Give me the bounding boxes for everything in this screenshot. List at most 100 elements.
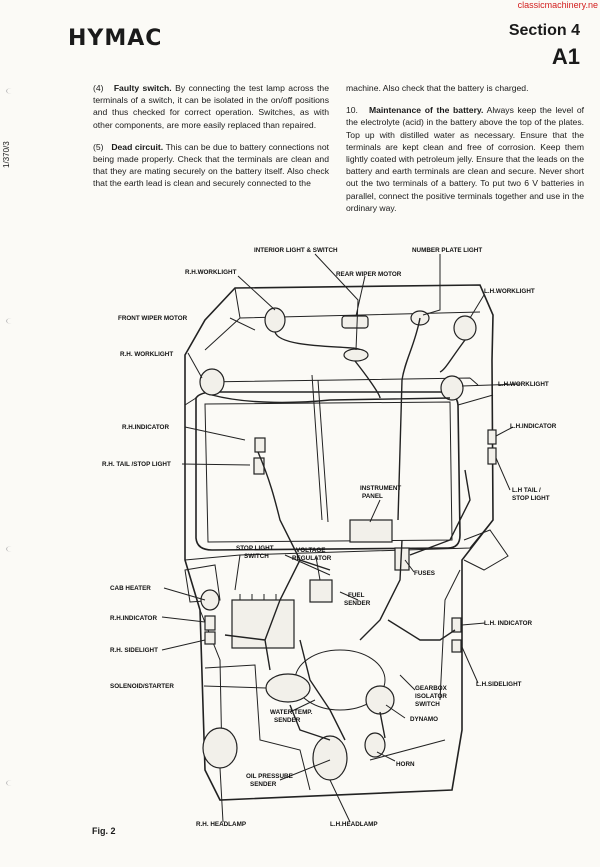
label-instrument-panel-2: PANEL [362,493,383,500]
figure-caption: Fig. 2 [92,826,116,836]
paragraph-title: Maintenance of the battery. [368,105,484,116]
punch-hole-mark [6,318,17,324]
paragraph-title: Faulty switch. [113,83,172,93]
label-instrument-panel-1: INSTRUMENT [360,485,401,492]
label-lh-worklight-top: L.H.WORKLIGHT [484,288,535,295]
windscreen-inner [204,401,453,543]
label-lh-indicator-front: L.H. INDICATOR [484,620,532,627]
label-lh-indicator-rear: L.H.INDICATOR [510,423,557,430]
label-oil-pressure-sender-1: OIL PRESSURE [246,773,293,780]
paragraph-dead-circuit: (5) Dead circuit. This can be due to bat… [93,141,329,190]
rh-indicator-front [204,615,216,631]
label-fuses: FUSES [414,570,435,577]
label-rh-indicator-front: R.H.INDICATOR [110,615,157,622]
dashboard [184,519,494,591]
lh-headlamp [312,735,348,781]
lh-tail-light [487,447,497,465]
paragraph-title: Dead circuit. [111,141,164,152]
label-lh-tail-light-2: STOP LIGHT [512,495,550,502]
wiper-arm [311,374,329,523]
cab-outline [184,284,494,801]
section-number: A1 [551,44,580,69]
label-rh-indicator-rear: R.H.INDICATOR [122,424,169,431]
wiring-harness [211,317,471,741]
lh-sidelight [451,639,462,653]
label-oil-pressure-sender-2: SENDER [250,781,277,788]
cab-heater [200,589,220,611]
paragraph-body: This can be due to battery connections n… [93,141,329,189]
rh-headlamp [202,727,238,769]
right-pillar [457,394,494,406]
roof-rail [201,377,479,386]
chassis-frame [204,664,446,791]
label-lh-tail-light-1: L.H TAIL / [512,487,541,494]
label-dynamo: DYNAMO [410,716,438,723]
label-rear-wiper-motor: REAR WIPER MOTOR [336,271,402,278]
label-water-temp-sender-2: SENDER [274,717,301,724]
label-voltage-regulator-1: VOLTAGE [296,547,326,554]
battery [231,599,295,649]
label-rh-tail-stop-light: R.H. TAIL /STOP LIGHT [102,461,171,468]
label-horn: HORN [396,761,415,768]
label-lh-headlamp: L.H.HEADLAMP [330,821,378,828]
label-interior-light: INTERIOR LIGHT & SWITCH [254,247,338,254]
battery-terminals [239,594,277,600]
label-rh-worklight: R.H. WORKLIGHT [120,351,173,358]
rh-indicator-rear [254,437,266,453]
interior-light [343,348,369,362]
paragraph-faulty-switch: (4) Faulty switch. By connecting the tes… [93,82,329,131]
paragraph-number: (4) [93,83,104,93]
watermark: classicmachinery.ne [517,0,598,10]
instrument-panel [349,519,393,543]
heater-box-left [184,564,221,603]
label-number-plate-light: NUMBER PLATE LIGHT [412,247,482,254]
label-gearbox-switch-1: GEARBOX [415,685,448,692]
paragraph-continuation: machine. Also check that the battery is … [346,83,529,93]
label-water-temp-sender-1: WATER TEMP. [270,709,313,716]
label-fuel-sender-1: FUEL [348,592,365,599]
label-lh-sidelight: L.H.SIDELIGHT [476,681,522,688]
label-front-wiper-motor: FRONT WIPER MOTOR [118,315,188,322]
side-reference: 1/370/3 [2,141,11,168]
label-fuel-sender-2: SENDER [344,600,371,607]
label-gearbox-switch-2: ISOLATOR [415,693,447,700]
text-column-left: (4) Faulty switch. By connecting the tes… [93,82,329,200]
lh-worklight [440,375,464,401]
rh-tail-light [253,457,265,475]
label-rh-sidelight: R.H. SIDELIGHT [110,647,158,654]
horn [364,732,386,758]
paragraph-battery-maintenance: 10. Maintenance of the battery. Always k… [346,104,584,214]
paragraph-number: 10. [346,105,358,116]
text-column-right: machine. Also check that the battery is … [346,82,584,224]
lh-indicator-rear [487,429,497,445]
lh-indicator-front [451,617,462,633]
label-cab-heater: CAB HEATER [110,585,151,592]
label-rh-worklight-top: R.H.WORKLIGHT [185,269,237,276]
label-lh-worklight: L.H.WORKLIGHT [498,381,549,388]
label-solenoid-starter: SOLENOID/STARTER [110,683,174,690]
leader-lines [161,253,521,823]
lh-worklight-top [453,315,477,341]
paragraph-body: By connecting the test lamp across the t… [93,83,329,130]
punch-hole-mark [6,780,17,786]
label-rh-headlamp: R.H. HEADLAMP [196,821,246,828]
label-voltage-regulator-2: REGULATOR [292,555,332,562]
solenoid-starter [265,673,311,703]
heater-box-right [463,529,509,571]
punch-hole-mark [6,88,17,94]
label-stop-light-switch-1: STOP LIGHT [236,545,274,552]
punch-hole-mark [6,546,17,552]
brand-logo: HYMAC [68,26,163,51]
label-gearbox-switch-3: SWITCH [415,701,440,708]
windscreen-frame [195,391,461,551]
label-stop-light-switch-2: SWITCH [244,553,269,560]
section-title: Section 4 [508,22,580,39]
rh-worklight-top [264,307,286,333]
paragraph-number: (5) [93,141,104,152]
cab-roof-edge [204,287,481,351]
dynamo [365,685,395,715]
left-pillar [184,360,197,560]
paragraph-body: Always keep the level of the electrolyte… [346,105,584,213]
rh-worklight [199,368,225,396]
voltage-regulator [309,579,333,603]
